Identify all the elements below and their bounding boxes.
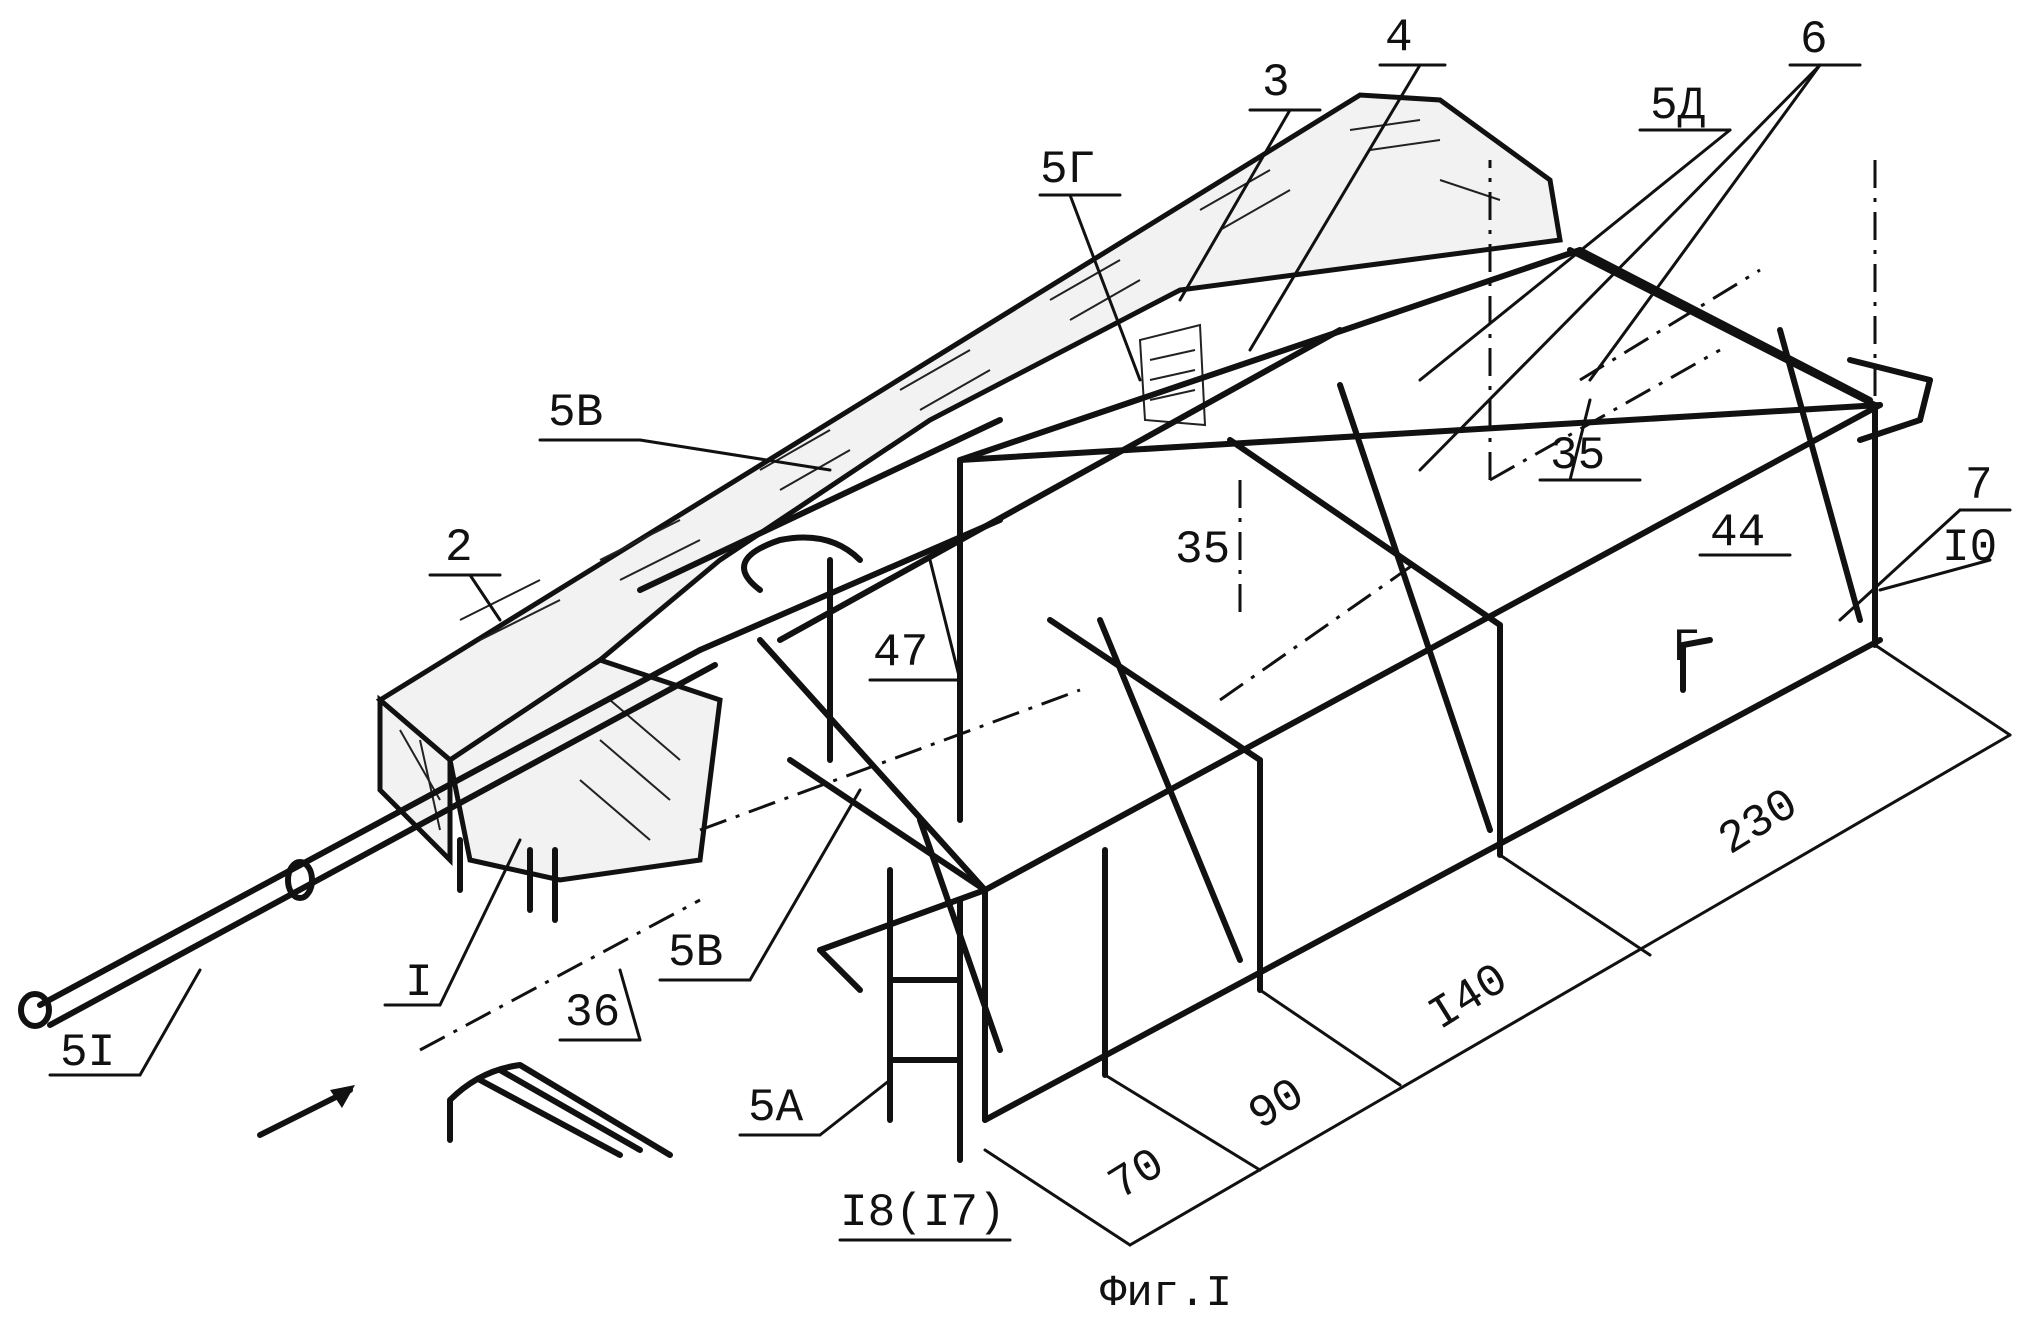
label-35-right: 35 — [1550, 430, 1605, 482]
label-6: 6 — [1800, 14, 1828, 66]
label-7: 7 — [1965, 460, 1993, 512]
label-47: 47 — [873, 627, 928, 679]
label-4: 4 — [1385, 12, 1413, 64]
label-18-17: I8(I7) — [840, 1187, 1006, 1239]
label-5D: 5Д — [1650, 80, 1705, 132]
dim-90: 90 — [1240, 1069, 1314, 1142]
figure-caption: Фиг.I — [1100, 1269, 1232, 1319]
label-1: I — [405, 957, 433, 1009]
label-36: 36 — [565, 987, 620, 1039]
label-5V: 5В — [548, 387, 603, 439]
label-44: 44 — [1710, 507, 1765, 559]
dim-70: 70 — [1100, 1139, 1174, 1212]
label-35-center: 35 — [1175, 524, 1230, 576]
label-10: I0 — [1942, 522, 1997, 574]
label-3: 3 — [1262, 57, 1290, 109]
label-5G: 5Г — [1040, 144, 1095, 196]
dimension-labels: 70 90 I40 230 — [1100, 779, 1808, 1212]
label-G: Г — [1672, 622, 1700, 674]
flow-arrow — [260, 1065, 670, 1155]
label-5A: 5А — [748, 1082, 804, 1134]
label-2: 2 — [445, 522, 473, 574]
callout-labels: 4 6 3 5Д 5Г 5В 35 35 7 44 I0 2 47 5В I 3… — [60, 12, 1997, 1239]
leader-lines — [50, 65, 2010, 1240]
frame — [420, 160, 1930, 1160]
label-51: 5I — [60, 1027, 115, 1079]
label-5V-lower: 5В — [668, 927, 723, 979]
dim-230: 230 — [1710, 779, 1808, 867]
